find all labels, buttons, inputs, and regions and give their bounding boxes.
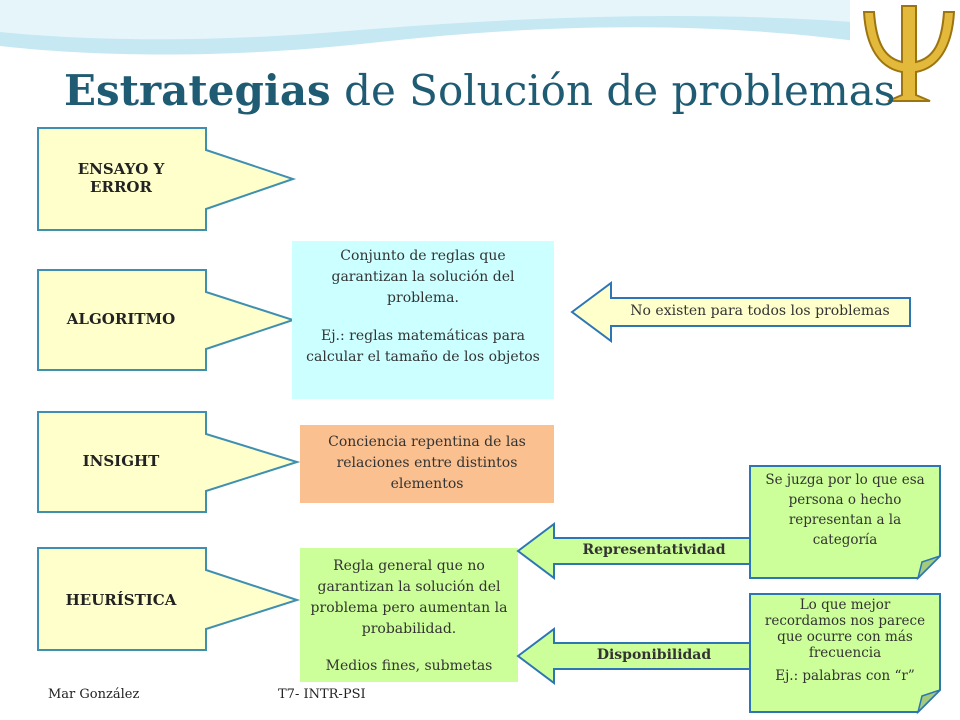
algoritmo-desc-box [292, 241, 554, 399]
algoritmo-note-arrow [570, 281, 911, 343]
disponibilidad-example: Ej.: palabras con “r” [775, 668, 915, 684]
disponibilidad-note-box [749, 593, 941, 715]
page-title-bold: Estrategias [64, 66, 331, 115]
heuristica-desc: Regla general que no garantizan la soluc… [310, 558, 508, 637]
insight-desc-box [300, 425, 554, 503]
label-algoritmo: ALGORITMO [66, 310, 176, 328]
algoritmo-desc: Conjunto de reglas que garantizan la sol… [331, 248, 515, 306]
footer-author: Mar González [48, 687, 140, 702]
arrow-insight [37, 411, 301, 513]
representatividad-note-box [749, 465, 941, 581]
heuristica-desc-box [300, 548, 518, 682]
disponibilidad-note: Lo que mejor recordamos nos parece que o… [764, 597, 926, 661]
label-ensayo-error: ENSAYO Y ERROR [77, 160, 165, 196]
insight-desc: Conciencia repentina de las relaciones e… [328, 434, 526, 492]
label-heuristica: HEURÍSTICA [65, 591, 177, 609]
header-wave-light [0, 0, 960, 40]
algoritmo-example: Ej.: reglas matemáticas para calcular el… [306, 328, 540, 365]
representatividad-note: Se juzga por lo que esa persona o hecho … [765, 472, 925, 548]
arrow-heuristica [37, 547, 301, 651]
page-title-rest: de Solución de problemas [344, 66, 896, 115]
psi-logo-icon [850, 0, 960, 112]
arrow-algoritmo [37, 269, 297, 371]
arrow-ensayo-error [37, 127, 297, 231]
representatividad-label: Representatividad [582, 542, 726, 558]
heuristica-example: Medios fines, submetas [325, 658, 493, 674]
algoritmo-note: No existen para todos los problemas [630, 303, 890, 319]
page-title: Estrategias de Solución de problemas [64, 66, 895, 115]
footer-course: T7- INTR-PSI [278, 687, 366, 702]
disponibilidad-label: Disponibilidad [596, 647, 712, 663]
label-insight: INSIGHT [82, 452, 160, 470]
